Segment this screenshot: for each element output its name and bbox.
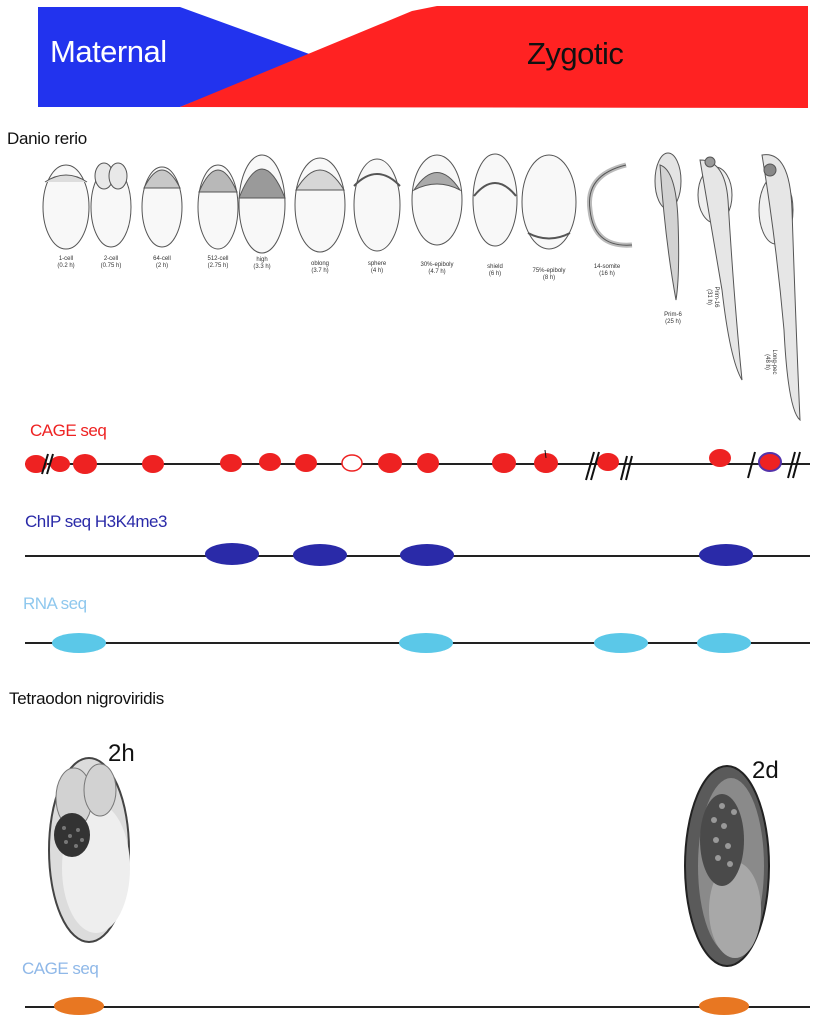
rna-mark-1 — [52, 633, 106, 653]
rna-seq-track — [25, 633, 810, 653]
tetraodon-embryo-2h — [49, 758, 130, 942]
tetraodon-cage-track — [25, 997, 810, 1015]
cage-mark-4 — [142, 455, 164, 473]
track-label-tetraodon-cage-seq: CAGE seq — [22, 959, 98, 979]
cage-mark-12 — [597, 453, 619, 471]
cage-mark-13 — [709, 449, 731, 467]
time-label-2h: 2h — [108, 740, 135, 768]
tetraodon-embryo-2d — [685, 766, 769, 966]
species-tetraodon-nigroviridis: Tetraodon nigroviridis — [9, 689, 164, 709]
cage-mark-6 — [259, 453, 281, 471]
time-label-2d: 2d — [752, 757, 779, 785]
chip-mark-2 — [293, 544, 347, 566]
cage-mark-8 — [378, 453, 402, 473]
chip-mark-1 — [205, 543, 259, 565]
cage-mark-7 — [295, 454, 317, 472]
cage-mark-5 — [220, 454, 242, 472]
chip-mark-3 — [400, 544, 454, 566]
tetra-cage-mark-2 — [699, 997, 749, 1015]
cage-mark-2 — [50, 456, 70, 472]
tetra-cage-mark-1 — [54, 997, 104, 1015]
cage-mark-9 — [417, 453, 439, 473]
chip-mark-4 — [699, 544, 753, 566]
chip-seq-track — [25, 543, 810, 566]
cage-mark-3 — [73, 454, 97, 474]
cage-mark-open — [342, 455, 362, 471]
cage-mark-10 — [492, 453, 516, 473]
cage-seq-track — [25, 449, 810, 480]
rna-mark-2 — [399, 633, 453, 653]
rna-mark-4 — [697, 633, 751, 653]
rna-mark-3 — [594, 633, 648, 653]
cage-mark-outlined — [759, 453, 781, 471]
